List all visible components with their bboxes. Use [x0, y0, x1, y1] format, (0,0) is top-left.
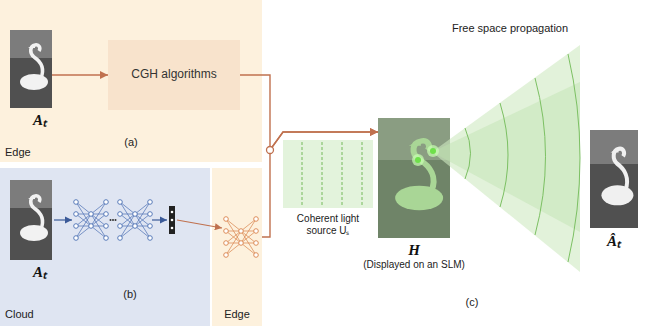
node-text: Edge: [5, 146, 31, 159]
svg-circle: [112, 219, 114, 221]
svg-line: [302, 142, 303, 206]
node-text: Aₜ: [33, 111, 47, 129]
connector-arrow: [262, 132, 378, 237]
hologram-slm: H(Displayed on an SLM): [378, 118, 450, 238]
svg-rect: [10, 30, 52, 108]
edge-panel: Edge (a) Aₜ CGH algorithms: [0, 0, 262, 162]
svg-path: [500, 103, 508, 207]
svg-circle: [110, 219, 112, 221]
svg-path: [568, 54, 580, 262]
svg-circle: [171, 219, 174, 222]
svg-line: [322, 142, 323, 206]
stage-title: Free space propagation: [452, 22, 568, 35]
svg-path: [465, 128, 471, 179]
svg-g: [302, 142, 362, 206]
svg-line: [177, 220, 222, 228]
svg-use: [20, 195, 48, 241]
input-image: Aₜ: [10, 180, 52, 260]
process-box: CGH algorithms: [108, 40, 240, 110]
svg-circle: [171, 227, 174, 230]
svg-use: [20, 44, 48, 90]
svg-use: [601, 148, 633, 206]
svg-line: [342, 142, 343, 206]
panel-tag: (c): [466, 296, 479, 309]
svg-line: [362, 142, 363, 206]
svg-polygon: [432, 45, 580, 272]
light-source: Coherent light source Uₛ: [283, 140, 373, 208]
connector-arrow: [52, 74, 108, 75]
edge-panel: Edge: [212, 168, 262, 326]
svg-circle: [415, 157, 421, 163]
svg-circle: [412, 154, 424, 166]
svg-rect: [169, 206, 175, 234]
svg-path: [535, 78, 546, 235]
svg-use: [224, 217, 259, 258]
svg-rect: [378, 118, 450, 238]
node-text: (a): [124, 136, 137, 149]
svg-line: [54, 219, 72, 220]
svg-polygon: [432, 82, 580, 232]
connector-arrow: [240, 75, 378, 150]
node-text: CGH algorithms: [131, 67, 216, 81]
svg-rect: [0, 0, 262, 162]
svg-rect: [283, 140, 373, 208]
svg-rect: [212, 168, 262, 326]
cloud-panel: Cloud (b) Aₜ: [0, 168, 210, 326]
svg-use: [74, 200, 109, 241]
node-text: Aₜ: [33, 263, 47, 281]
svg-g: [465, 54, 580, 262]
svg-use: [118, 200, 153, 241]
input-image: Aₜ: [10, 30, 52, 108]
node-text: (b): [123, 288, 136, 301]
svg-circle: [115, 219, 117, 221]
svg-circle: [171, 211, 174, 214]
svg-rect: [0, 168, 210, 326]
node-text: Cloud: [5, 308, 34, 321]
node-text: Coherent light source Uₛ: [282, 213, 374, 237]
svg-use: [395, 140, 443, 211]
node-text: Âₜ: [607, 232, 621, 250]
output-image: Âₜ: [590, 130, 638, 228]
svg-circle: [427, 145, 439, 157]
svg-rect: [590, 130, 638, 228]
svg-circle: [267, 147, 274, 154]
svg-circle: [430, 148, 436, 154]
svg-rect: [10, 180, 52, 260]
node-text: Edge: [224, 308, 250, 321]
node-text: H: [408, 241, 420, 259]
node-text: (Displayed on an SLM): [363, 259, 465, 271]
svg-line: [152, 219, 167, 220]
